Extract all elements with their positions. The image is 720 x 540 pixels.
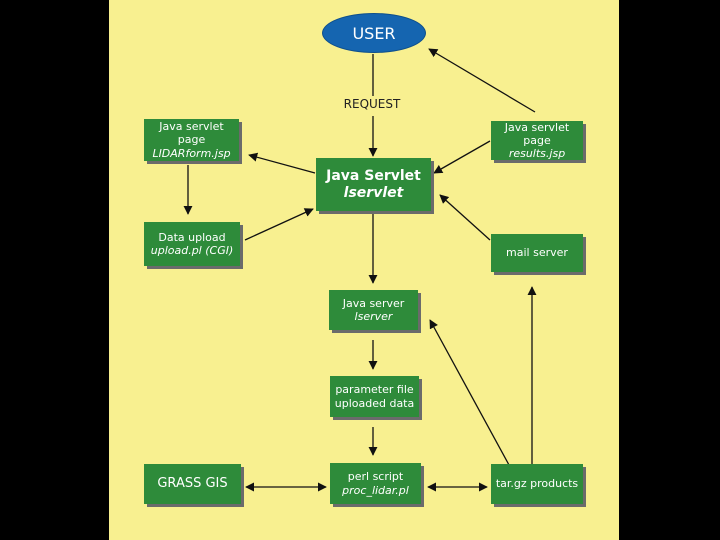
arrow-mailserver-to-lservlet <box>439 194 491 241</box>
node-lservlet: Java Servlet lservlet <box>316 158 431 211</box>
node-paramfile: parameter file uploaded data <box>330 376 419 417</box>
arrow-upload-to-lservlet <box>244 208 314 241</box>
node-targz-title: tar.gz products <box>495 477 579 491</box>
node-targz: tar.gz products <box>491 464 583 504</box>
arrow-targz-to-lserver <box>429 319 510 466</box>
node-lidarform-sub: LIDARform.jsp <box>152 146 231 160</box>
node-lserver: Java server lserver <box>329 290 418 330</box>
node-lidarform: Java servlet page LIDARform.jsp <box>144 119 239 161</box>
node-paramfile-title2: uploaded data <box>334 396 415 410</box>
node-mailserver-title: mail server <box>506 246 568 260</box>
node-lidarform-title: Java servlet page <box>159 120 224 147</box>
node-upload: Data upload upload.pl (CGI) <box>144 222 240 266</box>
node-upload-sub: upload.pl (CGI) <box>150 244 234 257</box>
node-lservlet-title: Java Servlet <box>326 167 421 184</box>
node-lserver-title: Java server <box>342 296 405 310</box>
node-results: Java servlet page results.jsp <box>491 121 583 160</box>
node-paramfile-title: parameter file <box>335 383 414 397</box>
arrow-results-to-lservlet <box>433 140 491 174</box>
node-perl: perl script proc_lidar.pl <box>330 463 421 504</box>
node-lservlet-sub: lservlet <box>343 184 404 201</box>
node-upload-title: Data upload <box>158 230 226 244</box>
node-grass-title: GRASS GIS <box>157 476 228 492</box>
node-results-sub: results.jsp <box>508 147 566 161</box>
arrow-results-to-user <box>428 48 536 113</box>
node-lserver-sub: lserver <box>354 310 393 323</box>
arrow-lservlet-to-lidarform <box>248 152 316 174</box>
node-grass: GRASS GIS <box>144 464 241 504</box>
node-mailserver: mail server <box>491 234 583 272</box>
node-perl-title: perl script <box>347 470 404 484</box>
node-perl-sub: proc_lidar.pl <box>342 483 409 497</box>
user-node: USER <box>322 13 426 53</box>
user-label: USER <box>352 23 396 43</box>
node-results-title: Java servlet page <box>504 120 570 147</box>
request-label: REQUEST <box>343 97 401 111</box>
